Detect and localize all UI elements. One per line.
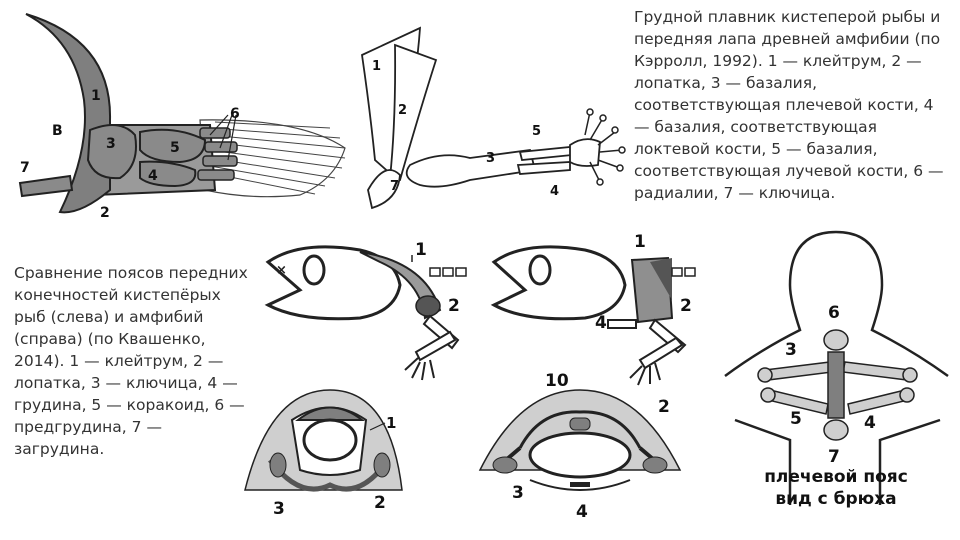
amphibian-forelimb: 1 2 3 5 7 4 — [361, 26, 626, 210]
svg-text:×: × — [276, 263, 287, 278]
fish-fin-label-3: 3 — [106, 136, 116, 152]
amph-section-label-4: 4 — [576, 502, 588, 522]
fish-section-label-1: 1 — [386, 414, 396, 432]
limb-label-3: 3 — [486, 151, 495, 166]
fish-girdle-side: × 1 2 — [264, 240, 467, 381]
ventral-title: плечевой пояс — [764, 467, 908, 487]
ventral-subtitle: вид с брюха — [775, 489, 896, 509]
caption-girdle-comparison: Сравнение поясов передних конечностей ки… — [14, 264, 248, 458]
ventral-label-6: 6 — [828, 303, 840, 323]
amph-side-label-2: 2 — [680, 296, 692, 316]
fish-fin-label-1: 1 — [91, 88, 101, 104]
fish-fin-label-b: В — [52, 123, 63, 139]
fish-fin-label-4: 4 — [148, 168, 158, 184]
amphibian-girdle-side: 1 2 4 — [490, 232, 696, 386]
fish-section-label-2: 2 — [374, 493, 386, 513]
limb-label-7: 7 — [390, 179, 399, 194]
ventral-label-4: 4 — [864, 413, 876, 433]
fish-fin-label-6: 6 — [230, 106, 240, 122]
amphibian-girdle-section: 10 2 3 4 — [478, 371, 682, 522]
limb-label-4: 4 — [550, 184, 559, 199]
limb-label-5: 5 — [532, 124, 541, 139]
amph-side-label-4: 4 — [595, 313, 607, 333]
fish-side-label-1: 1 — [415, 240, 427, 260]
fish-fin-label-5: 5 — [170, 140, 180, 156]
fish-girdle-section: 1 3 2 — [244, 389, 403, 519]
amph-section-label-10: 10 — [545, 371, 569, 391]
fish-side-label-2: 2 — [448, 296, 460, 316]
limb-label-2: 2 — [398, 103, 407, 118]
amph-section-label-3: 3 — [512, 483, 524, 503]
fish-section-label-3: 3 — [273, 499, 285, 519]
ventral-label-5: 5 — [790, 409, 802, 429]
ventral-label-7: 7 — [828, 447, 840, 467]
fish-fin-label-7: 7 — [20, 160, 30, 176]
amph-section-label-2: 2 — [658, 397, 670, 417]
fish-fin-label-2: 2 — [100, 205, 110, 221]
caption-fin-limb: Грудной плавник кистеперой рыбы и передн… — [634, 8, 944, 202]
limb-label-1: 1 — [372, 59, 381, 74]
fish-pectoral-fin: 1 В 3 5 6 4 7 2 — [18, 13, 346, 221]
shoulder-girdle-ventral: 6 3 5 4 7 плечевой пояс вид с брюха — [724, 230, 949, 509]
ventral-label-3: 3 — [785, 340, 797, 360]
amph-side-label-1: 1 — [634, 232, 646, 252]
